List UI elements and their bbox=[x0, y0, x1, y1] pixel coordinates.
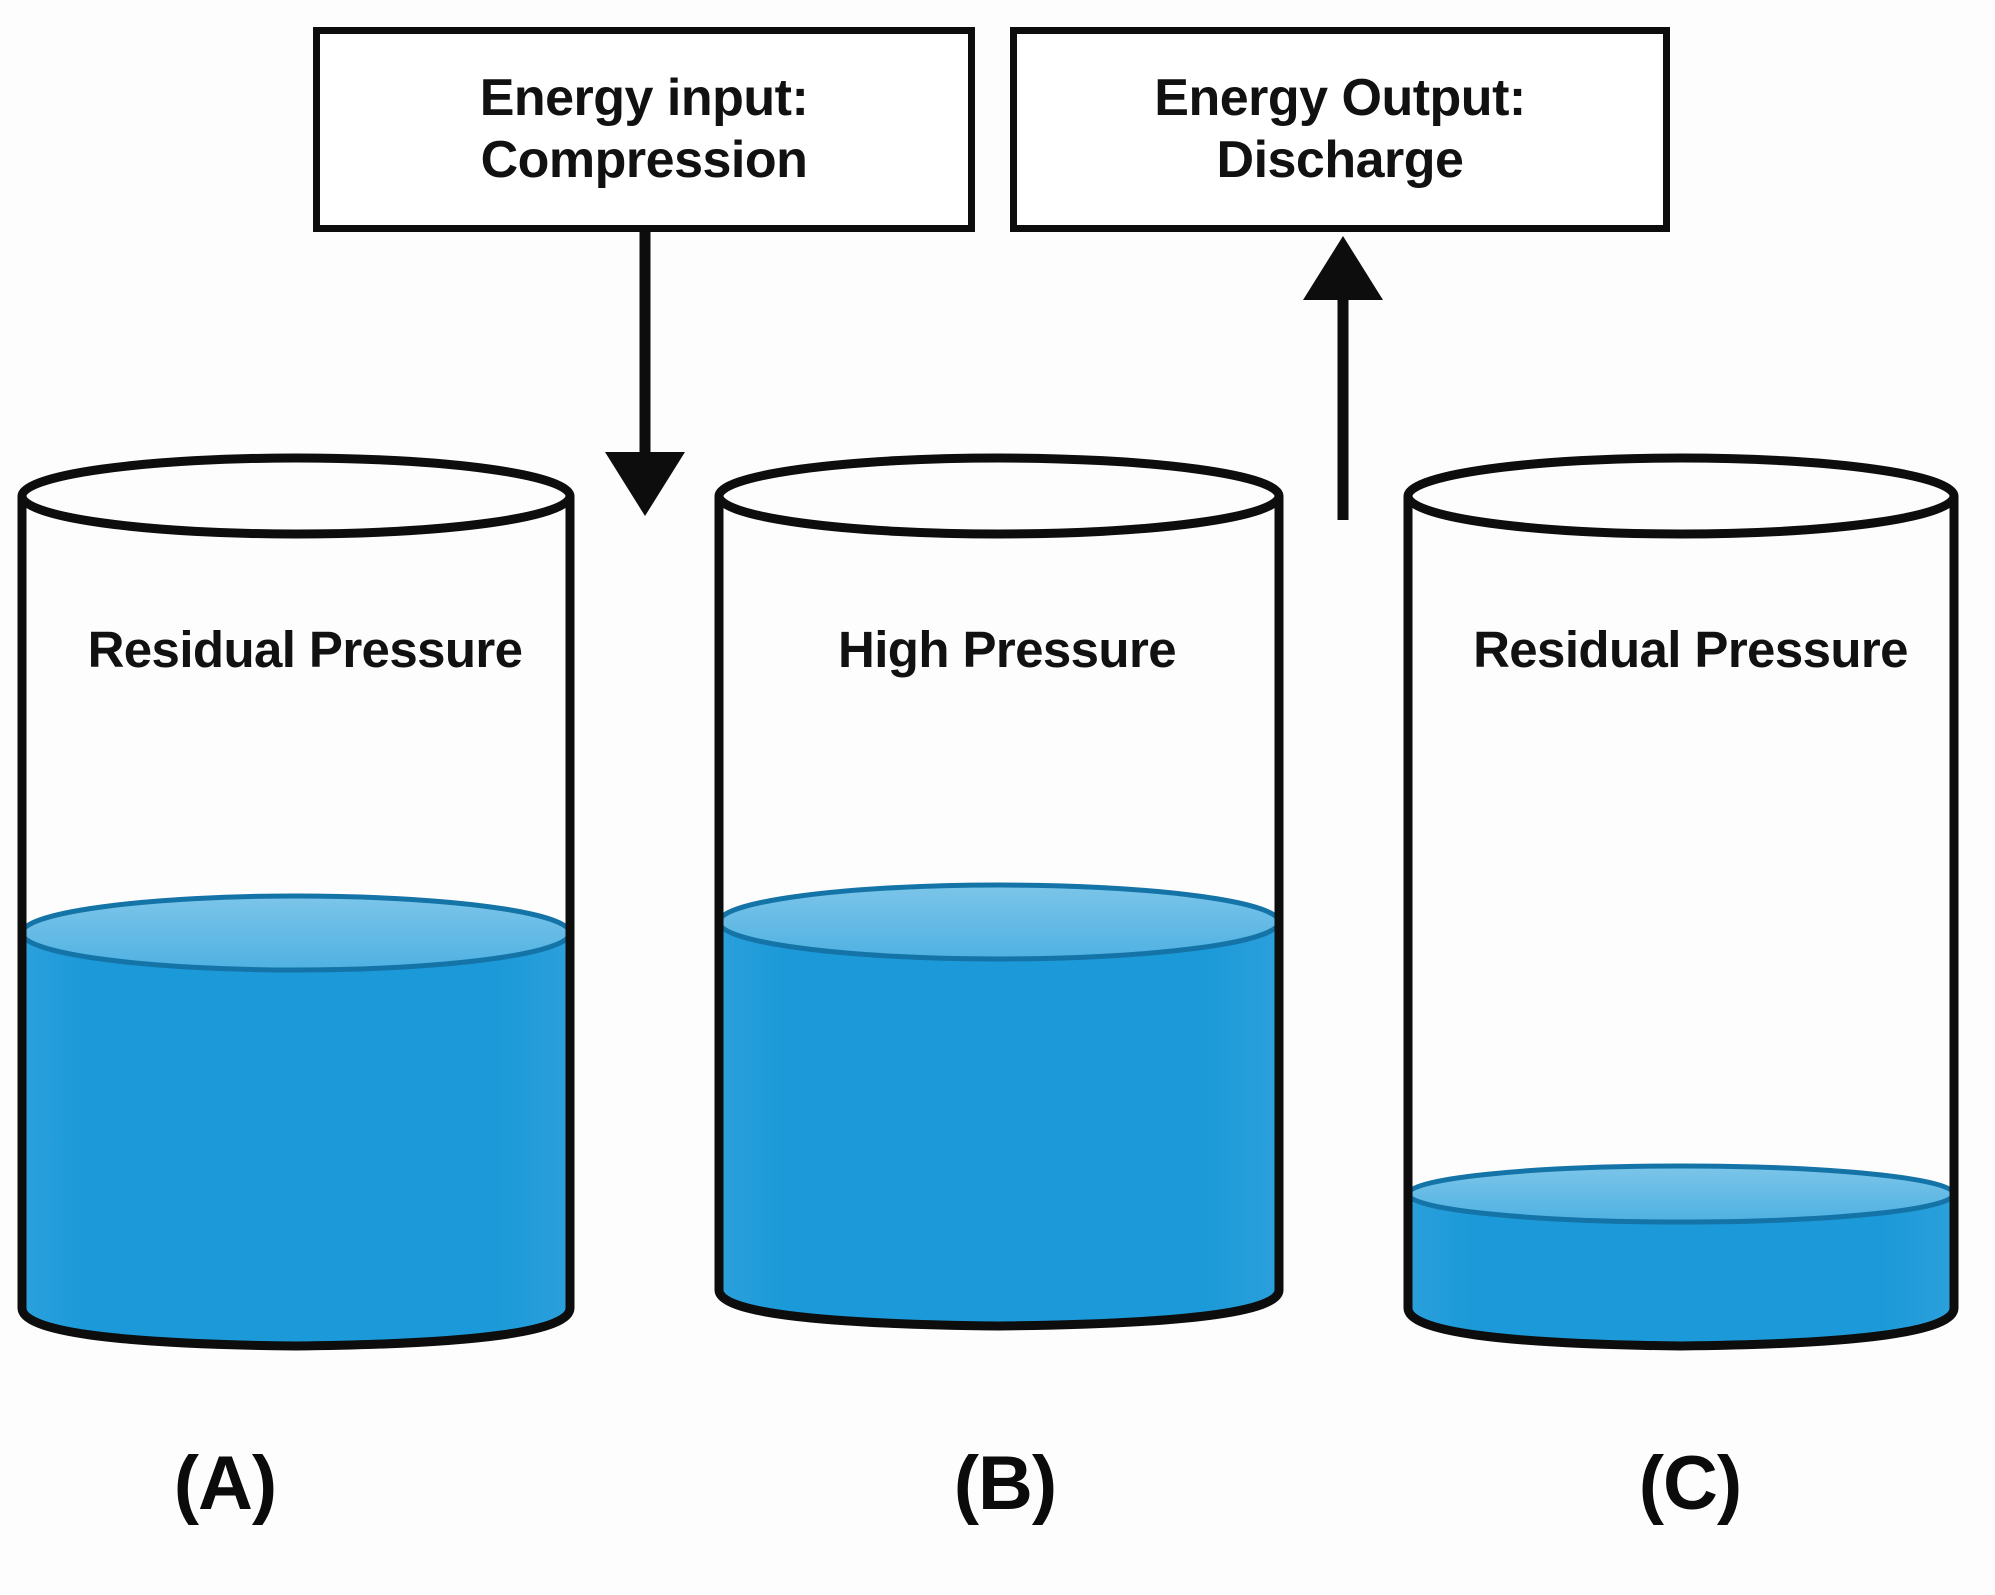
callout-energy-output: Energy Output: Discharge bbox=[1010, 27, 1670, 232]
cylinder-c-panel-letter: (C) bbox=[1638, 1441, 1743, 1526]
cylinder-c-graphic bbox=[1403, 453, 1959, 1351]
cylinder-b bbox=[707, 450, 1307, 1370]
cylinder-b-liquid-body bbox=[719, 920, 1279, 1325]
cylinder-a-liquid-body bbox=[22, 930, 570, 1345]
cylinder-c bbox=[1398, 450, 1983, 1370]
compression-arrow-down-icon bbox=[605, 232, 685, 516]
cylinder-b-pressure-label: High Pressure bbox=[838, 621, 1177, 678]
cylinder-b-rim bbox=[714, 453, 1284, 539]
cylinder-b-liquid-surface bbox=[716, 882, 1282, 962]
discharge-arrow-up-icon bbox=[1303, 236, 1383, 520]
cylinder-b-panel-letter: (B) bbox=[953, 1441, 1058, 1526]
cylinder-b-wall bbox=[714, 496, 1284, 1331]
cylinder-c-rim bbox=[1403, 453, 1959, 539]
callout-energy-input: Energy input: Compression bbox=[313, 27, 975, 232]
cylinder-a-graphic bbox=[17, 453, 575, 1351]
callout-energy-output-text: Energy Output: Discharge bbox=[1154, 69, 1526, 189]
cylinder-a-pressure-label: Residual Pressure bbox=[87, 621, 523, 678]
cylinder-c-wall bbox=[1403, 496, 1959, 1351]
cylinder-c-liquid-body bbox=[1408, 1192, 1954, 1345]
cylinder-a-liquid-surface bbox=[19, 893, 573, 973]
cylinder-a-rim bbox=[17, 453, 575, 539]
cylinder-a-panel-letter: (A) bbox=[173, 1441, 278, 1526]
cylinder-b-graphic bbox=[714, 453, 1284, 1331]
callout-energy-input-text: Energy input: Compression bbox=[479, 69, 809, 189]
cylinder-c-pressure-label: Residual Pressure bbox=[1473, 621, 1908, 678]
cylinder-c-liquid-surface bbox=[1405, 1163, 1957, 1225]
cylinder-a bbox=[10, 450, 600, 1370]
cylinder-a-wall bbox=[17, 496, 575, 1351]
